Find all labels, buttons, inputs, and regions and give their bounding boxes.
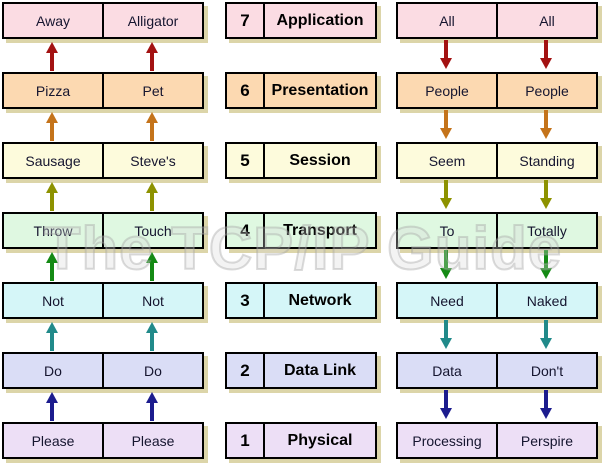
- word-cell: Throw: [4, 214, 104, 247]
- arrow-down-icon: [440, 40, 452, 69]
- layer-row-6: 6 Presentation: [225, 72, 377, 109]
- word-cell: People: [398, 74, 498, 107]
- word-cell: Pet: [142, 82, 164, 99]
- right-mnemonic-row-layer-5: Seem Standing: [396, 142, 598, 179]
- layer-name: Data Link: [283, 361, 356, 379]
- word-cell: Do: [4, 354, 104, 387]
- word-cell: Away: [4, 4, 104, 37]
- arrow-down-icon: [540, 390, 552, 419]
- layer-name: Presentation: [271, 81, 369, 99]
- word-cell: All: [539, 12, 555, 29]
- layer-row-7: 7 Application: [225, 2, 377, 39]
- left-mnemonic-row-layer-4: Throw Touch: [2, 212, 204, 249]
- arrow-down-icon: [440, 110, 452, 139]
- arrow-up-icon: [146, 112, 158, 141]
- word-cell: Totally: [527, 222, 567, 239]
- arrow-down-icon: [540, 40, 552, 69]
- arrow-up-icon: [146, 182, 158, 211]
- layer-name: Application: [276, 11, 364, 29]
- left-mnemonic-row-layer-7: Away Alligator: [2, 2, 204, 39]
- arrow-up-icon: [146, 392, 158, 421]
- layer-number: 1: [227, 424, 265, 457]
- word-cell: All: [398, 4, 498, 37]
- arrow-down-icon: [440, 320, 452, 349]
- word-cell: Processing: [398, 424, 498, 457]
- layer-name: Network: [288, 291, 352, 309]
- layer-number: 7: [227, 4, 265, 37]
- arrow-down-icon: [540, 320, 552, 349]
- layer-name: Transport: [283, 221, 357, 239]
- word-cell: Data: [398, 354, 498, 387]
- word-cell: Touch: [134, 222, 172, 239]
- word-cell: Don't: [530, 362, 564, 379]
- word-cell: Need: [398, 284, 498, 317]
- arrow-down-icon: [440, 180, 452, 209]
- word-cell: Pizza: [4, 74, 104, 107]
- layer-number: 5: [227, 144, 265, 177]
- arrow-up-icon: [46, 252, 58, 281]
- layer-number: 2: [227, 354, 265, 387]
- layer-number: 3: [227, 284, 265, 317]
- word-cell: Please: [131, 432, 175, 449]
- word-cell: Steve's: [130, 152, 176, 169]
- layer-row-5: 5 Session: [225, 142, 377, 179]
- arrow-up-icon: [46, 112, 58, 141]
- word-cell: Not: [142, 292, 164, 309]
- arrow-down-icon: [540, 250, 552, 279]
- layer-name: Session: [289, 151, 351, 169]
- word-cell: Standing: [519, 152, 575, 169]
- right-mnemonic-row-layer-3: Need Naked: [396, 282, 598, 319]
- right-mnemonic-row-layer-6: People People: [396, 72, 598, 109]
- layer-row-3: 3 Network: [225, 282, 377, 319]
- arrow-up-icon: [146, 42, 158, 71]
- word-cell: Perspire: [520, 432, 574, 449]
- left-mnemonic-row-layer-6: Pizza Pet: [2, 72, 204, 109]
- left-mnemonic-row-layer-2: Do Do: [2, 352, 204, 389]
- arrow-up-icon: [46, 322, 58, 351]
- layer-row-2: 2 Data Link: [225, 352, 377, 389]
- arrow-up-icon: [46, 182, 58, 211]
- layer-row-1: 1 Physical: [225, 422, 377, 459]
- word-cell: Alligator: [127, 12, 179, 29]
- word-cell: People: [525, 82, 569, 99]
- arrow-up-icon: [46, 42, 58, 71]
- arrow-down-icon: [540, 110, 552, 139]
- arrow-down-icon: [440, 390, 452, 419]
- arrow-down-icon: [540, 180, 552, 209]
- arrow-up-icon: [46, 392, 58, 421]
- right-mnemonic-row-layer-4: To Totally: [396, 212, 598, 249]
- left-mnemonic-row-layer-3: Not Not: [2, 282, 204, 319]
- layer-number: 4: [227, 214, 265, 247]
- layer-name: Physical: [287, 431, 353, 449]
- word-cell: Seem: [398, 144, 498, 177]
- word-cell: Please: [4, 424, 104, 457]
- word-cell: To: [398, 214, 498, 247]
- right-mnemonic-row-layer-2: Data Don't: [396, 352, 598, 389]
- right-mnemonic-row-layer-7: All All: [396, 2, 598, 39]
- left-mnemonic-row-layer-1: Please Please: [2, 422, 204, 459]
- word-cell: Not: [4, 284, 104, 317]
- right-mnemonic-row-layer-1: Processing Perspire: [396, 422, 598, 459]
- word-cell: Sausage: [4, 144, 104, 177]
- word-cell: Do: [144, 362, 162, 379]
- layer-number: 6: [227, 74, 265, 107]
- layer-row-4: 4 Transport: [225, 212, 377, 249]
- arrow-down-icon: [440, 250, 452, 279]
- arrow-up-icon: [146, 252, 158, 281]
- word-cell: Naked: [526, 292, 568, 309]
- arrow-up-icon: [146, 322, 158, 351]
- left-mnemonic-row-layer-5: Sausage Steve's: [2, 142, 204, 179]
